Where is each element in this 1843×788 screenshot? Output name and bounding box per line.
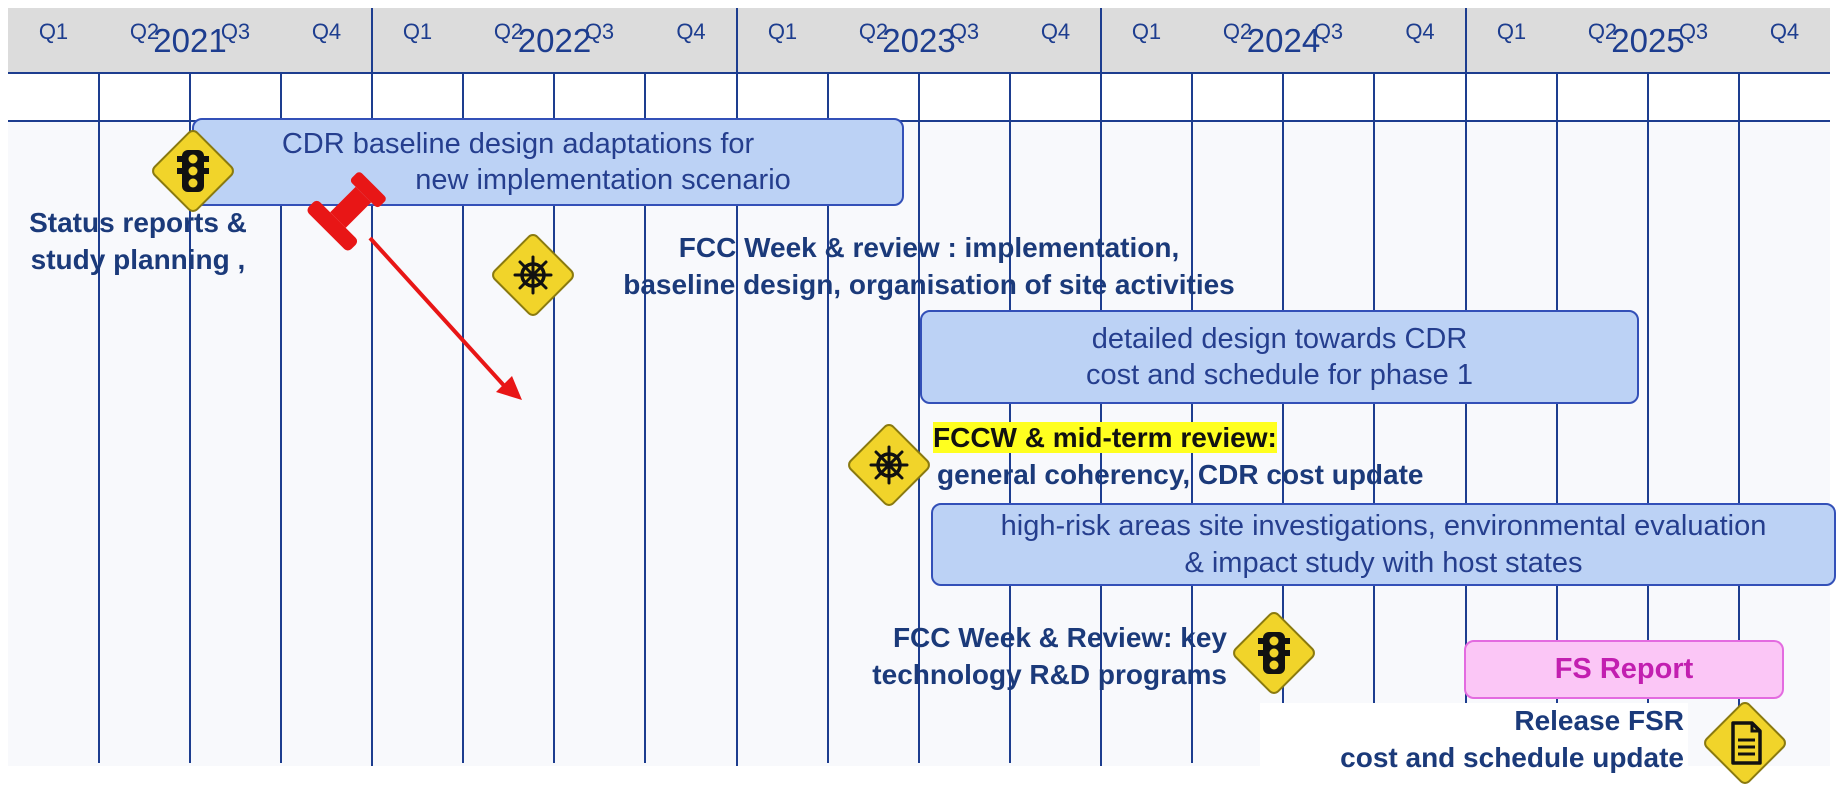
release-fsr-label: Release FSR cost and schedule update [1260,703,1688,777]
label-line: baseline design, organisation of site ac… [623,268,1235,300]
quarter-gridline [189,73,191,763]
quarter-gridline [1738,73,1740,763]
fs-report-label: FS Report [1554,653,1694,686]
quarter-label: Q4 [676,19,706,44]
pushpin-icon [307,172,522,400]
quarter-label: Q1 [1496,19,1527,44]
quarter-label: Q2 [129,19,160,44]
label-line: general coherency, CDR cost update [937,458,1424,490]
quarter-gridline [280,73,282,763]
quarter-gridline [1282,73,1284,763]
detailed-design-box: detailed design towards CDR cost and sch… [920,310,1639,404]
quarter-label: Q4 [1040,19,1071,44]
year-2024: 2024 [1246,21,1321,59]
document-icon [1704,702,1786,784]
quarter-label: Q3 [1313,19,1344,44]
status-reports-label: Status reports & study planning , [18,205,258,279]
quarter-gridline [1556,73,1558,763]
quarter-label: Q3 [584,19,615,44]
label-line: technology R&D programs [872,658,1227,690]
quarter-label: Q1 [1131,19,1162,44]
label-line: FCC Week & review : implementation, [678,232,1180,263]
quarter-label: Q1 [767,19,798,44]
box-line: & impact study with host states [1184,546,1583,579]
label-line: FCC Week & Review: key [892,622,1227,653]
traffic-light-icon [1233,612,1315,694]
fccw-midterm-label: FCCW & mid-term review: general coherenc… [933,420,1424,494]
quarter-label: Q4 [1405,19,1435,44]
label-line: Status reports & [29,207,247,238]
traffic-light-icon [152,130,234,212]
year-header-row [8,8,1830,73]
quarter-gridline [644,73,646,763]
box-line: CDR baseline design adaptations for [281,127,755,160]
ship-wheel-icon [492,234,574,316]
box-line: detailed design towards CDR [1091,322,1468,355]
box-line: new implementation scenario [415,164,791,196]
label-line: study planning , [30,243,246,275]
quarter-gridline [1191,73,1193,763]
label-line: cost and schedule update [1340,741,1684,773]
quarter-label: Q3 [949,19,980,44]
year-2022: 2022 [517,21,592,59]
quarter-label: Q2 [858,19,889,44]
quarter-gridline [462,73,464,763]
ship-wheel-icon [848,424,930,506]
box-line: high-risk areas site investigations, env… [1000,510,1767,543]
year-gridline [736,8,738,766]
cdr-adaptations-box: CDR baseline design adaptations for new … [192,118,904,206]
quarter-gridline [1009,73,1011,763]
quarter-label: Q2 [1222,19,1253,44]
quarter-gridline [827,73,829,763]
year-2025: 2025 [1611,21,1685,59]
quarter-gridline [918,73,920,763]
quarter-label: Q3 [1678,19,1709,44]
quarter-label: Q4 [1769,19,1800,44]
quarter-gridline [1373,73,1375,763]
fs-report-box: FS Report [1464,640,1784,699]
box-line: cost and schedule for phase 1 [1086,359,1473,391]
quarter-label: Q1 [402,19,433,44]
quarter-gridline [1647,73,1649,763]
quarter-label: Q3 [220,19,251,44]
quarter-label: Q1 [38,19,69,44]
year-2021: 2021 [153,21,227,59]
fcc-week-2024-label: FCC Week & Review: key technology R&D pr… [780,620,1227,694]
fcc-week-2022-label: FCC Week & review : implementation, base… [579,230,1279,304]
quarter-label: Q2 [1587,19,1618,44]
highlighted-text: FCCW & mid-term review: [933,422,1277,453]
quarter-label: Q2 [493,19,524,44]
quarter-gridline [98,73,100,763]
quarter-label: Q4 [311,19,342,44]
site-investigations-box: high-risk areas site investigations, env… [931,503,1836,586]
year-gridline [371,8,373,766]
label-line: Release FSR [1514,705,1684,736]
quarter-gridline [553,73,555,763]
year-2023: 2023 [882,21,956,59]
